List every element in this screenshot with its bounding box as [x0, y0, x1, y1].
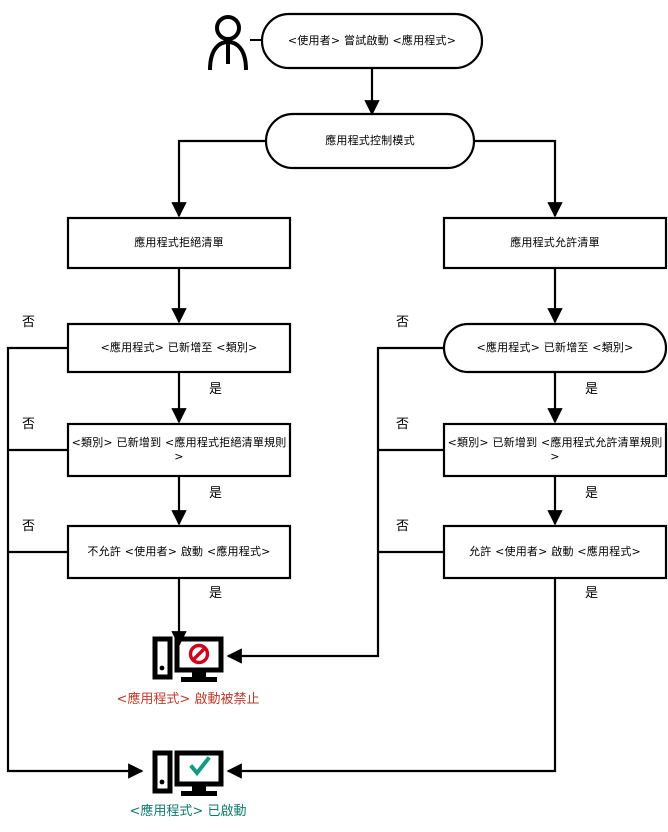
node-deny-added-category-shape — [66, 322, 292, 374]
node-allow-user-start-shape — [442, 524, 668, 580]
node-mode-shape — [264, 112, 476, 170]
terminal-started-caption: <應用程式> 已啟動 — [129, 804, 247, 819]
edge-label-deny-category-no: 否 — [22, 315, 36, 330]
node-deny-list-shape — [66, 216, 292, 270]
edge-allow-category-no — [226, 346, 444, 664]
edge-label-allow-rule-no: 否 — [396, 417, 410, 432]
edge-deny-category-no — [6, 346, 144, 779]
edge-mode-to-allow-list — [474, 139, 563, 218]
actor-person-icon — [208, 15, 248, 71]
node-allow-added-category-shape — [442, 322, 668, 374]
edge-label-allow-user-no: 否 — [396, 519, 410, 534]
edge-label-allow-rule-yes: 是 — [585, 486, 599, 501]
edge-label-deny-user-no: 否 — [22, 519, 36, 534]
edge-allow-user-yes-to-started — [226, 578, 557, 779]
edge-label-allow-category-no: 否 — [396, 315, 410, 330]
edge-mode-to-deny-list — [171, 139, 266, 218]
edge-label-deny-category-yes: 是 — [209, 382, 223, 397]
edge-label-deny-rule-yes: 是 — [209, 486, 223, 501]
node-deny-category-rule-shape — [66, 422, 292, 478]
edge-label-deny-rule-no: 否 — [22, 417, 36, 432]
edge-label-deny-user-yes: 是 — [209, 586, 223, 601]
monitor-blocked-icon — [152, 636, 224, 682]
node-allow-list-shape — [442, 216, 668, 270]
edge-label-allow-user-yes: 是 — [585, 586, 599, 601]
terminal-blocked-caption: <應用程式> 啟動被禁止 — [116, 692, 260, 707]
monitor-allowed-icon — [152, 750, 224, 796]
node-allow-category-rule-shape — [442, 422, 668, 478]
node-start-shape — [260, 12, 484, 70]
node-deny-user-start-shape — [66, 524, 292, 580]
edge-label-allow-category-yes: 是 — [585, 382, 599, 397]
